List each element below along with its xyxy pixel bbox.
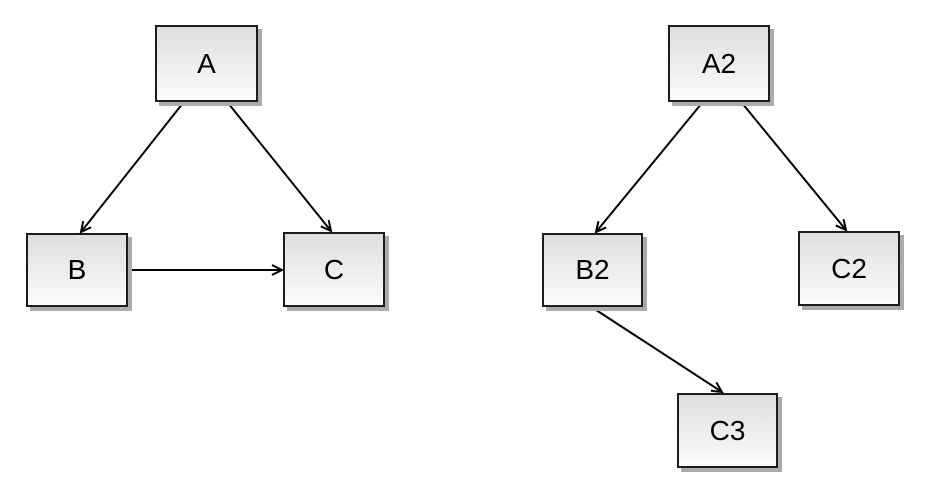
- node-label-C3: C3: [709, 414, 746, 446]
- node-B2[interactable]: B2: [542, 233, 643, 307]
- node-label-A: A: [197, 47, 216, 79]
- node-label-A2: A2: [701, 47, 737, 79]
- node-B[interactable]: B: [26, 233, 128, 307]
- edge-A-to-C: [227, 102, 333, 233]
- node-label-C2: C2: [831, 252, 867, 284]
- node-C[interactable]: C: [283, 232, 385, 307]
- node-label-B2: B2: [575, 254, 610, 285]
- node-A[interactable]: A: [155, 25, 258, 102]
- node-label-B: B: [67, 254, 87, 285]
- node-C2[interactable]: C2: [798, 231, 900, 306]
- edge-A2-to-C2: [741, 102, 848, 232]
- edge-A-to-B: [79, 102, 184, 234]
- edge-A2-to-B2: [594, 102, 703, 234]
- node-C3[interactable]: C3: [677, 393, 778, 468]
- edge-B2-to-C3: [592, 307, 724, 394]
- node-label-C: C: [323, 253, 345, 285]
- node-A2[interactable]: A2: [668, 25, 770, 102]
